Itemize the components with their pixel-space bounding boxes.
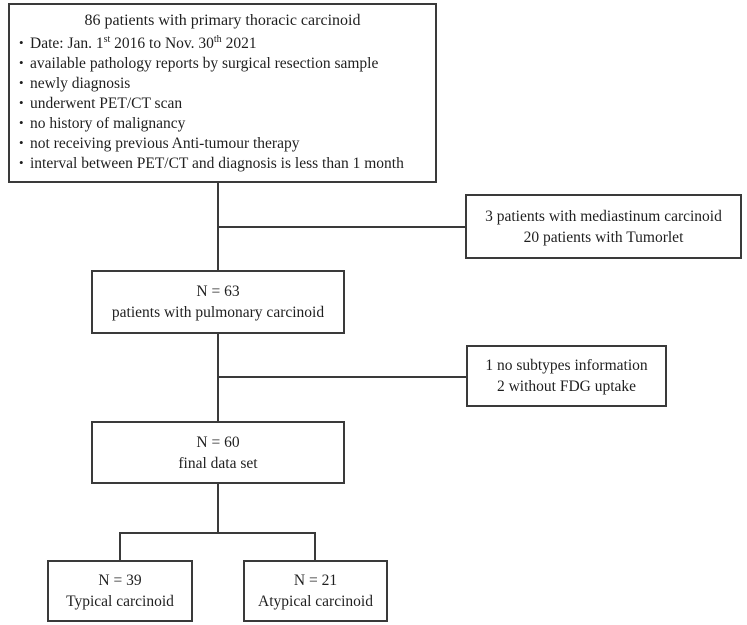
criteria-list: • Date: Jan. 1st 2016 to Nov. 30th 2021 •… [16, 34, 429, 174]
bullet-marker: • [19, 135, 24, 150]
atypical-label: Atypical carcinoid [258, 593, 373, 610]
pulmonary-label: patients with pulmonary carcinoid [111, 304, 325, 321]
final-data-set-box: N = 60 final data set [91, 421, 345, 484]
bullet-marker: • [19, 35, 24, 50]
typical-label: Typical carcinoid [66, 593, 174, 610]
criteria-bullet: • interval between PET/CT and diagnosis i… [16, 154, 429, 174]
bullet-marker: • [19, 55, 24, 70]
date-superscript: st [103, 33, 111, 45]
atypical-count: N = 21 [293, 572, 338, 589]
exclusion-box-subtypes-fdg: 1 no subtypes information 2 without FDG … [466, 345, 667, 407]
criteria-text: underwent PET/CT scan [30, 95, 183, 112]
connector-top-to-pulmonary [217, 183, 219, 270]
criteria-bullet: • not receiving previous Anti-tumour ther… [16, 134, 429, 154]
criteria-bullet: • newly diagnosis [16, 74, 429, 94]
criteria-text: available pathology reports by surgical … [30, 55, 379, 72]
bullet-marker: • [19, 75, 24, 90]
exclusion-1-line-1: 3 patients with mediastinum carcinoid [485, 207, 722, 225]
connector-split-to-typical [119, 532, 121, 560]
criteria-text: not receiving previous Anti-tumour thera… [30, 135, 300, 152]
connector-split-to-atypical [314, 532, 316, 560]
connector-branch-exclusion-2 [219, 376, 466, 378]
inclusion-criteria-box: 86 patients with primary thoracic carcin… [8, 3, 437, 183]
exclusion-2-line-1: 1 no subtypes information [485, 357, 648, 374]
final-count: N = 60 [196, 433, 240, 451]
date-text-part: Date: Jan. 1 [30, 35, 104, 52]
date-text-part: 2016 to Nov. 30 [110, 35, 214, 52]
final-label: final data set [178, 454, 258, 472]
connector-branch-exclusion-1 [219, 226, 465, 228]
criteria-text: no history of malignancy [30, 115, 186, 132]
bullet-marker: • [19, 95, 24, 110]
date-text-part: 2021 [221, 35, 257, 52]
connector-split-horizontal [119, 532, 316, 534]
connector-final-to-split [217, 484, 219, 534]
connector-pulmonary-to-final [217, 334, 219, 421]
criteria-bullet: • available pathology reports by surgical… [16, 54, 429, 74]
criteria-text: newly diagnosis [30, 75, 131, 92]
bullet-marker: • [19, 115, 24, 130]
criteria-bullet: • underwent PET/CT scan [16, 94, 429, 114]
atypical-carcinoid-box: N = 21 Atypical carcinoid [243, 560, 388, 622]
criteria-bullet-date: • Date: Jan. 1st 2016 to Nov. 30th 2021 [16, 34, 429, 54]
typical-carcinoid-box: N = 39 Typical carcinoid [47, 560, 193, 622]
typical-count: N = 39 [98, 572, 142, 589]
exclusion-1-line-2: 20 patients with Tumorlet [523, 228, 684, 246]
exclusion-2-line-2: 2 without FDG uptake [496, 378, 637, 395]
top-box-title: 86 patients with primary thoracic carcin… [84, 12, 361, 29]
pulmonary-count: N = 63 [196, 283, 240, 300]
criteria-bullet: • no history of malignancy [16, 114, 429, 134]
date-superscript: th [213, 33, 222, 45]
exclusion-box-mediastinum-tumorlet: 3 patients with mediastinum carcinoid 20… [465, 194, 742, 259]
bullet-marker: • [19, 155, 24, 170]
criteria-text: interval between PET/CT and diagnosis is… [30, 155, 404, 172]
pulmonary-carcinoid-box: N = 63 patients with pulmonary carcinoid [91, 270, 345, 334]
